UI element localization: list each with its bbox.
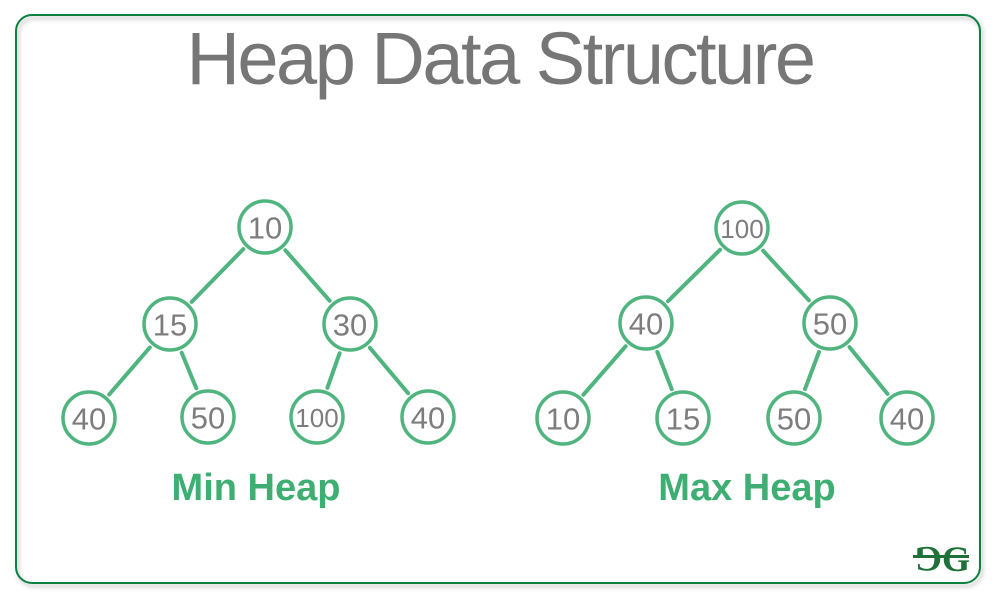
logo-letter-g: G [941, 539, 970, 579]
tree-node-circle [400, 389, 456, 445]
tree-node-value: 30 [333, 308, 367, 343]
tree-edge [655, 349, 674, 392]
tree-node-value: 100 [720, 214, 763, 244]
tree-edge [367, 345, 411, 396]
tree-node-value: 50 [813, 307, 847, 342]
geeksforgeeks-logo: GG [912, 539, 970, 579]
tree-node-value: 40 [411, 401, 445, 436]
logo-strikethrough-bar [912, 555, 969, 558]
max-heap-tree: 100 40 50 10 15 50 40 [535, 200, 935, 446]
tree-node-value: 10 [546, 402, 580, 437]
tree-node-circle [180, 389, 236, 445]
tree-edge [325, 351, 342, 390]
page-title: Heap Data Structure [186, 17, 816, 100]
tree-node-value: 50 [777, 402, 811, 437]
tree-edge [189, 247, 246, 304]
min-heap-tree: 10 15 30 40 50 100 40 [61, 199, 456, 446]
tree-node-circle [655, 390, 711, 446]
tree-edge [107, 345, 152, 397]
tree-edge [581, 344, 628, 397]
tree-node-circle [289, 389, 345, 445]
tree-node-circle [61, 390, 117, 446]
tree-edge [283, 248, 332, 303]
tree-node-value: 40 [72, 402, 106, 437]
tree-node-circle [766, 390, 822, 446]
tree-edge [803, 350, 821, 391]
tree-node-circle [142, 296, 198, 352]
tree-edge [179, 350, 199, 391]
tree-node-value: 40 [890, 402, 924, 437]
tree-node-circle [322, 296, 378, 352]
tree-edge [761, 248, 811, 303]
tree-node-circle [879, 390, 935, 446]
tree-node-circle [237, 199, 293, 255]
tree-node-value: 100 [295, 403, 338, 433]
tree-node-value: 15 [153, 308, 187, 343]
tree-node-circle [535, 390, 591, 446]
max-heap-label: Max Heap [658, 467, 836, 509]
tree-node-circle [618, 295, 674, 351]
tree-node-circle [714, 200, 770, 256]
logo-letter-flipped-g: G [915, 539, 942, 579]
tree-node-value: 10 [248, 211, 282, 246]
tree-node-value: 15 [666, 402, 700, 437]
tree-node-circle [802, 295, 858, 351]
tree-node-value: 40 [629, 307, 663, 342]
tree-edge [847, 345, 890, 396]
min-heap-label: Min Heap [171, 467, 341, 509]
tree-edge [666, 247, 722, 304]
tree-node-value: 50 [191, 401, 225, 436]
